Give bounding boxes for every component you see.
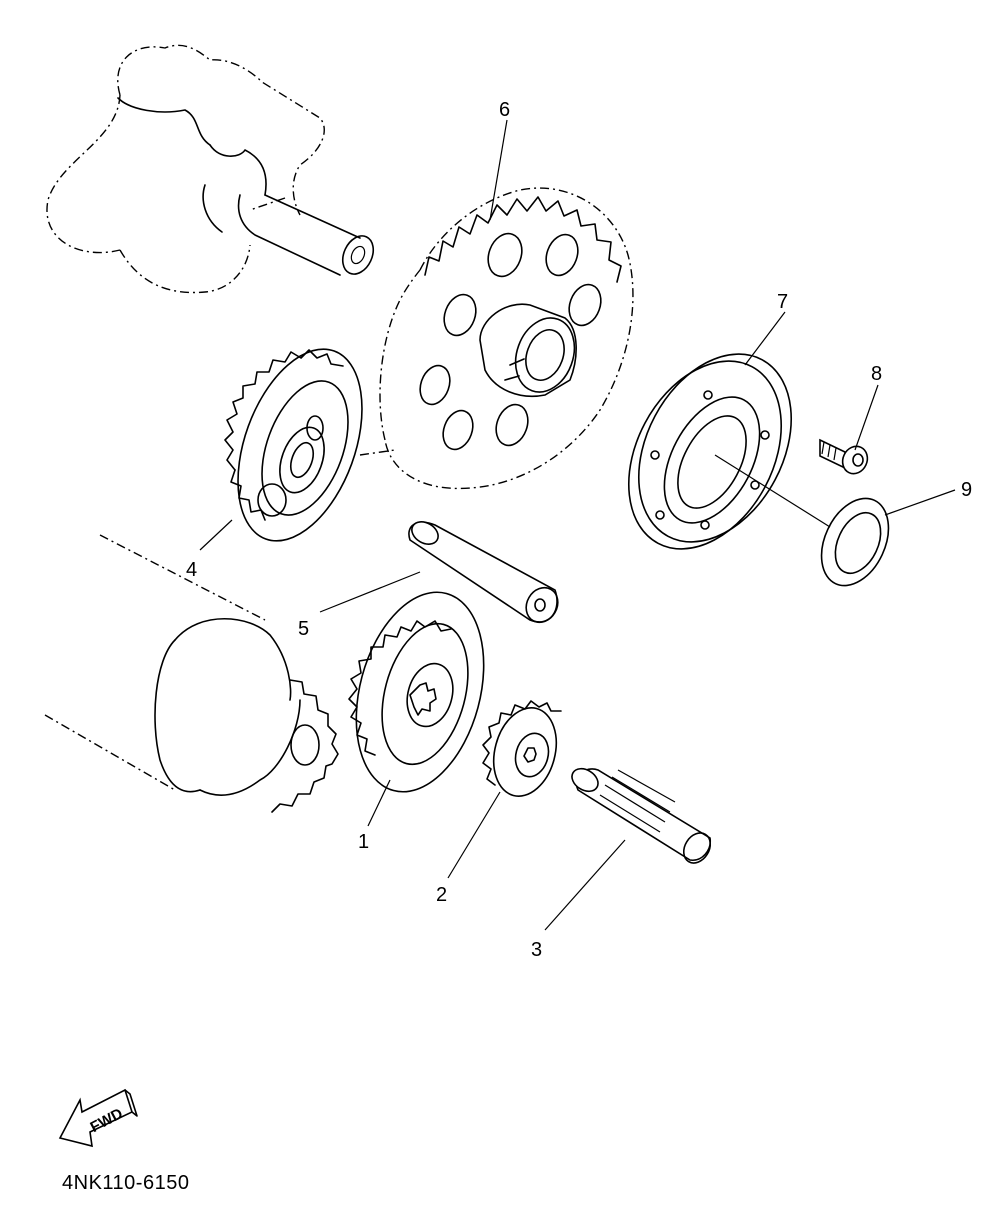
callout-9: 9 [961,479,972,501]
crankshaft-lower-phantom [44,534,339,813]
splined-shaft [571,767,712,864]
diagram-part-code: 4NK110-6150 [62,1172,190,1194]
crankshaft-phantom [46,44,375,294]
callout-2: 2 [436,884,447,906]
idle-gear-upper [224,348,363,542]
small-drive-gear [482,700,562,797]
callout-numbers: 1 2 3 4 5 6 7 8 9 [186,99,972,961]
primary-drive-gear [348,591,485,793]
forward-arrow-icon: FWD [58,1088,138,1148]
callout-7: 7 [777,291,788,313]
callout-4: 4 [186,559,197,581]
bearing-retainer-plate [627,353,793,550]
large-driven-gear [359,187,634,490]
leader-lines [199,119,956,931]
retainer-bolt [819,438,869,475]
shaft-pin [408,521,559,624]
callout-6: 6 [499,99,510,121]
thrust-washer [820,497,890,587]
callout-1: 1 [358,831,369,853]
callout-3: 3 [531,939,542,961]
callout-5: 5 [298,618,309,640]
callout-8: 8 [871,363,882,385]
